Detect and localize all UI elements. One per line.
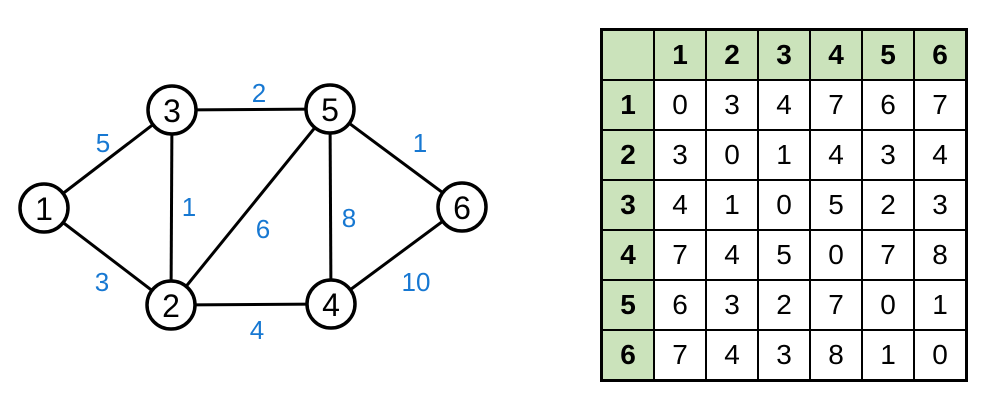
- edge-2-4: [170, 302, 332, 307]
- edge-4-6: [330, 205, 463, 306]
- weighted-graph-diagram: 5 3 2 1 6 8 1 4 10 1 2 3 4 5 6: [18, 78, 488, 345]
- matrix-col-header-1: 1: [653, 28, 707, 81]
- node-label-3: 3: [163, 93, 181, 129]
- edge-weight-5-6: 1: [413, 128, 427, 158]
- matrix-cell-4-5: 7: [861, 229, 915, 281]
- matrix-row-header-2: 2: [600, 129, 655, 181]
- matrix-col-header-4: 4: [809, 28, 863, 81]
- edge-5-4: [328, 108, 333, 305]
- matrix-cell-6-6: 0: [913, 329, 968, 382]
- matrix-cell-1-3: 4: [757, 79, 811, 131]
- matrix-cell-1-6: 7: [913, 79, 968, 131]
- matrix-cell-2-5: 3: [861, 129, 915, 181]
- matrix-cell-2-6: 4: [913, 129, 968, 181]
- matrix-cell-2-2: 0: [705, 129, 759, 181]
- matrix-cell-6-1: 7: [653, 329, 707, 382]
- edge-weight-2-4: 4: [250, 315, 264, 345]
- node-circle-5: [304, 83, 356, 135]
- matrix-cell-4-2: 4: [705, 229, 759, 281]
- edge-weight-2-5: 6: [256, 214, 270, 244]
- matrix-row-header-6: 6: [600, 329, 655, 382]
- edge-weight-1-2: 3: [95, 267, 109, 297]
- matrix-col-header-3: 3: [757, 28, 811, 81]
- matrix-row-header-1: 1: [600, 79, 655, 131]
- node-label-4: 4: [322, 287, 340, 323]
- edge-2-5: [169, 108, 332, 306]
- edge-1-3: [43, 108, 173, 210]
- matrix-col-header-2: 2: [705, 28, 759, 81]
- matrix-cell-5-1: 6: [653, 279, 707, 331]
- node-circle-4: [305, 278, 357, 330]
- node-label-2: 2: [162, 288, 180, 324]
- matrix-cell-1-5: 6: [861, 79, 915, 131]
- edge-weight-5-4: 8: [342, 203, 356, 233]
- edge-3-5: [171, 107, 331, 112]
- matrix-cell-4-1: 7: [653, 229, 707, 281]
- matrix-col-header-5: 5: [861, 28, 915, 81]
- matrix-cell-3-3: 0: [757, 179, 811, 231]
- matrix-cell-6-2: 4: [705, 329, 759, 382]
- matrix-row-header-5: 5: [600, 279, 655, 331]
- matrix-cell-6-3: 3: [757, 329, 811, 382]
- node-label-5: 5: [321, 92, 339, 128]
- matrix-cell-6-5: 1: [861, 329, 915, 382]
- graph-svg: 5 3 2 1 6 8 1 4 10 1 2 3 4 5 6: [18, 78, 488, 345]
- matrix-col-header-6: 6: [913, 28, 968, 81]
- matrix-cell-4-3: 5: [757, 229, 811, 281]
- matrix-cell-1-2: 3: [705, 79, 759, 131]
- edge-weight-3-2: 1: [182, 192, 196, 222]
- node-circle-1: [18, 182, 70, 234]
- node-circle-6: [436, 181, 488, 233]
- matrix-cell-3-4: 5: [809, 179, 863, 231]
- matrix-cell-2-1: 3: [653, 129, 707, 181]
- node-label-6: 6: [453, 190, 471, 226]
- matrix-cell-5-6: 1: [913, 279, 968, 331]
- matrix-cell-5-5: 0: [861, 279, 915, 331]
- matrix-row-header-3: 3: [600, 179, 655, 231]
- matrix-cell-4-4: 0: [809, 229, 863, 281]
- matrix-cell-4-6: 8: [913, 229, 968, 281]
- matrix-cell-1-1: 0: [653, 79, 707, 131]
- matrix-corner-cell: [600, 28, 655, 81]
- edge-5-6: [329, 107, 463, 209]
- matrix-cell-5-4: 7: [809, 279, 863, 331]
- node-circle-2: [145, 279, 197, 331]
- node-circle-3: [146, 84, 198, 136]
- matrix-cell-2-3: 1: [757, 129, 811, 181]
- matrix-cell-5-3: 2: [757, 279, 811, 331]
- matrix-cell-6-4: 8: [809, 329, 863, 382]
- matrix-cell-3-5: 2: [861, 179, 915, 231]
- matrix-cell-3-6: 3: [913, 179, 968, 231]
- matrix-cell-1-4: 7: [809, 79, 863, 131]
- matrix-cell-3-2: 1: [705, 179, 759, 231]
- matrix-cell-5-2: 3: [705, 279, 759, 331]
- node-label-1: 1: [35, 191, 53, 227]
- edge-weight-1-3: 5: [96, 128, 110, 158]
- edge-weight-4-6: 10: [402, 267, 431, 297]
- matrix-row-header-4: 4: [600, 229, 655, 281]
- edge-1-2: [43, 206, 172, 307]
- edge-weight-3-5: 2: [252, 78, 266, 108]
- matrix-cell-2-4: 4: [809, 129, 863, 181]
- edge-3-2: [169, 109, 174, 306]
- matrix-cell-3-1: 4: [653, 179, 707, 231]
